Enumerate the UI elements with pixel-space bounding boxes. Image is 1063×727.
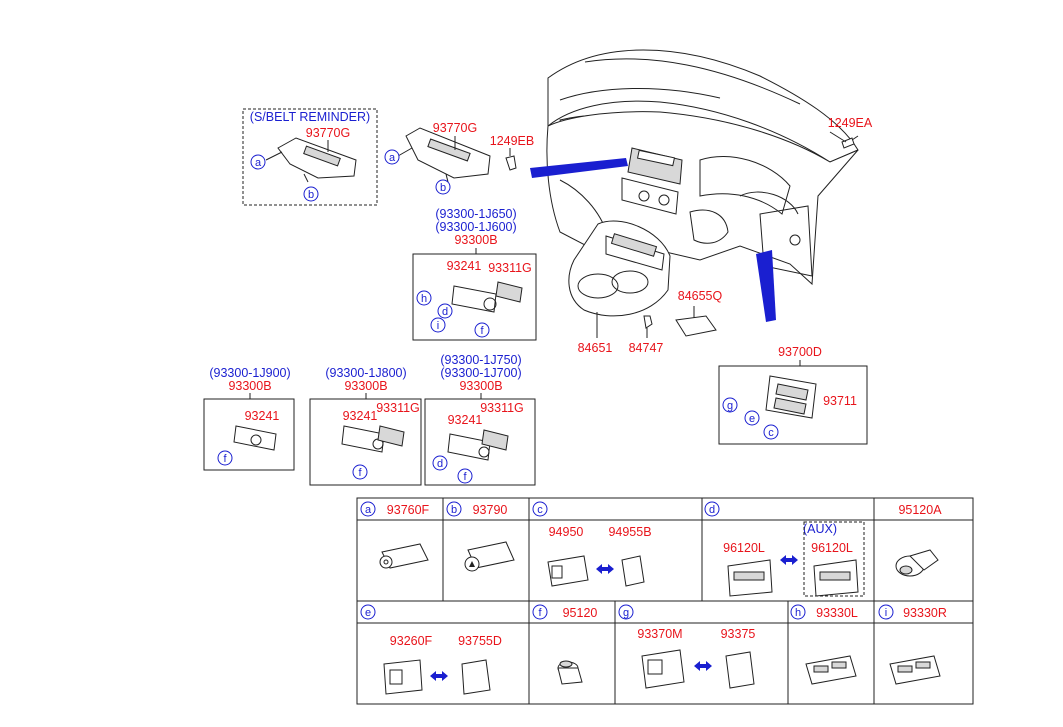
dashboard-illustration [505,49,859,338]
part-label-84747: 84747 [629,341,664,355]
table-key-b: b [451,504,457,516]
table-part-95120: 95120 [563,606,598,620]
table-part-93330l: 93330L [816,606,858,620]
table-part-93760f: 93760F [387,503,430,517]
part-label-93311g-c: 93311G [376,401,420,415]
callout-a-main: a [389,152,396,164]
seatbelt-reminder-group: (S/BELT REMINDER) 93770G a b [242,108,378,206]
part-label-93241-b: 93241 [245,409,280,423]
table-key-a: a [365,504,372,516]
panel-b-frame [203,398,295,471]
panel-c-code: (93300-1J800) [325,366,406,380]
part-label-84655q: 84655Q [678,289,723,303]
table-key-d: d [709,504,715,516]
callout-f-a: f [480,325,484,337]
pointer-arrow-left [530,158,628,178]
table-part-95120a: 95120A [898,503,942,517]
table-key-h: h [795,607,801,619]
panel-a-code-1: (93300-1J650) [435,207,516,221]
panel-a-frame [412,253,537,341]
callout-f-c: f [358,467,362,479]
part-label-93300b-a: 93300B [454,233,497,247]
part-label-93300b-c: 93300B [344,379,387,393]
switch-legend-table: a 93760F b 93790 c d 95120A 94950 94955B… [356,497,974,705]
part-label-1249eb: 1249EB [490,134,534,148]
callout-i: i [437,320,439,332]
part-label-93241-a: 93241 [447,259,482,273]
callout-c-d: c [768,427,774,439]
part-93700d-group: 93700D 93711 g e c [718,345,868,445]
aux-frame [803,521,865,597]
callout-g-d: g [727,400,733,412]
table-part-94955b: 94955B [608,525,651,539]
table-part-94950: 94950 [549,525,584,539]
callout-d-d: d [437,458,443,470]
panel-b-code: (93300-1J900) [209,366,290,380]
part-label-1249ea: 1249EA [828,116,873,130]
part-label-93311g-d: 93311G [480,401,524,415]
callout-e-d: e [749,413,755,425]
callout-h: h [421,293,427,305]
table-part-93370m: 93370M [637,627,682,641]
table-part-93755d: 93755D [458,634,502,648]
part-label-93770g-left: 93770G [306,126,350,140]
aux-label: (AUX) [803,522,837,536]
part-label-93700d: 93700D [778,345,822,359]
seatbelt-group-title: (S/BELT REMINDER) [250,110,370,124]
table-key-i: i [885,607,887,619]
table-key-c: c [537,504,543,516]
part-label-93711: 93711 [823,394,857,408]
part-label-84651: 84651 [578,341,613,355]
pointer-arrow-right [756,250,776,322]
part-label-93241-d: 93241 [448,413,483,427]
callout-b-belt: b [308,189,314,201]
panel-a-code-2: (93300-1J600) [435,220,516,234]
switch-panel-c-group: (93300-1J800) 93300B 93241 93311G f [309,366,422,486]
table-part-93375: 93375 [721,627,756,641]
panel-d-code-2: (93300-1J700) [440,366,521,380]
table-part-96120l-aux: 96120L [811,541,853,555]
table-key-f: f [538,607,542,619]
part-label-93241-c: 93241 [343,409,378,423]
part-label-93770g: 93770G [433,121,477,135]
part-label-93311g-a: 93311G [488,261,532,275]
table-part-96120l: 96120L [723,541,765,555]
switch-panel-a-group: (93300-1J650) (93300-1J600) 93300B 93241… [412,207,537,341]
callout-a-belt: a [255,157,262,169]
switch-panel-d-group: (93300-1J750) (93300-1J700) 93300B 93241… [424,353,536,486]
table-part-93260f: 93260F [390,634,433,648]
callout-d-a: d [442,306,448,318]
panel-c-frame [309,398,422,486]
table-part-93790: 93790 [473,503,508,517]
seatbelt-group-frame [242,108,378,206]
callout-f-d: f [463,471,467,483]
panel-d-code-1: (93300-1J750) [440,353,521,367]
part-93770g-group: 93770G 1249EB 1249EA a b [384,116,873,195]
table-key-e: e [365,607,371,619]
switch-panel-b-group: (93300-1J900) 93300B 93241 f [203,366,295,471]
table-part-93330r: 93330R [903,606,947,620]
part-label-93300b-b: 93300B [228,379,271,393]
table-key-g: g [623,607,629,619]
part-label-93300b-d: 93300B [459,379,502,393]
panel-d-frame [424,398,536,486]
panel-93700d-frame [718,365,868,445]
callout-b-main: b [440,182,446,194]
callout-f-b: f [223,453,227,465]
